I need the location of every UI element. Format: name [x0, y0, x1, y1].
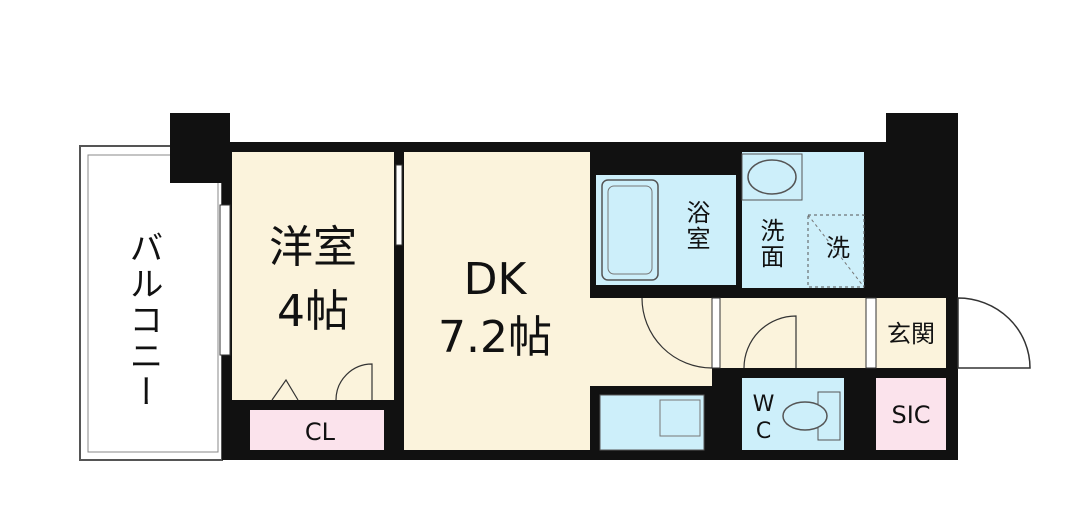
entrance-floor [876, 298, 946, 368]
bath-door-swing [641, 297, 713, 369]
washer-space [807, 214, 865, 288]
balcony-area [79, 145, 223, 461]
closet-door-swing [335, 363, 373, 401]
balcony-label: バルコニー [123, 230, 163, 410]
toilet-bowl [782, 401, 828, 431]
bathroom-label: 浴室 [682, 200, 710, 252]
hallway-floor [718, 298, 868, 368]
kitchen-sink [659, 399, 701, 437]
dk-floor [404, 152, 590, 450]
western-room-floor [232, 152, 394, 400]
dk-floor-extension [590, 298, 712, 386]
western-room-window [219, 204, 231, 356]
wash-basin [741, 153, 803, 201]
hall-opening [711, 297, 721, 369]
entrance-label: 玄関 [887, 320, 935, 348]
balcony-inner-line [87, 154, 219, 453]
dk-size: 7.2帖 [438, 312, 552, 363]
bathtub-inner [607, 185, 653, 275]
western-room-size: 4帖 [277, 286, 349, 337]
sliding-partition [395, 164, 403, 246]
column-left [170, 113, 230, 183]
kitchen-counter [599, 394, 705, 451]
western-room-name: 洋室 [269, 222, 357, 273]
wc-door-swing [743, 315, 797, 369]
sic-label: SIC [891, 401, 931, 429]
basin-bowl [747, 159, 797, 195]
closet-floor [250, 410, 384, 450]
bathtub [601, 179, 659, 281]
entrance-step [865, 297, 877, 369]
column-right [886, 113, 958, 205]
closet-label: CL [304, 418, 336, 446]
closet-door-mark [271, 378, 299, 401]
dk-name: DK [463, 254, 527, 305]
washer-label: 洗 [826, 234, 850, 262]
washroom-label: 洗面 [756, 218, 784, 270]
entrance-door-swing [957, 297, 1031, 369]
sic-floor [876, 378, 946, 450]
toilet-label: WC [751, 392, 776, 446]
